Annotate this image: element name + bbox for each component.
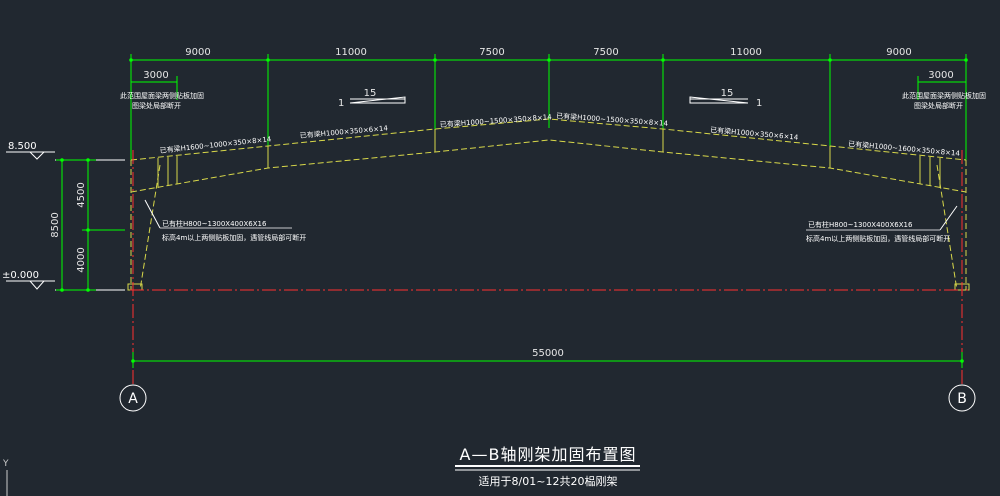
top-dimension-ticks: [129, 58, 968, 62]
dim-span-4: 7500: [593, 47, 618, 58]
dim-span-3: 7500: [479, 47, 504, 58]
title-underline: [455, 465, 640, 471]
column-note-left-line2: 标高4m以上两侧贴板加固，遇管线局部可断开: [162, 233, 306, 242]
end-note-right-line1: 此范围屋面梁两侧贴板加固: [902, 91, 986, 100]
dim-span-2: 11000: [335, 47, 367, 58]
svg-text:1: 1: [338, 98, 344, 109]
svg-text:15: 15: [721, 88, 734, 99]
ucs-label: Y: [2, 459, 9, 469]
dim-span-5: 11000: [730, 47, 762, 58]
axis-label-b: B: [957, 391, 967, 407]
drawing-title: A—B轴刚架加固布置图: [460, 445, 637, 464]
end-note-right-line2: 图梁处局部断开: [914, 101, 963, 110]
beam-label-4: 已有梁H1000~1500×350×8×14: [556, 111, 669, 128]
beam-label-3: 已有梁H1000~1500×350×8×14: [440, 112, 553, 129]
slope-symbol-right: 1 15: [689, 88, 762, 109]
end-dim-left-label: 3000: [143, 70, 168, 81]
column-right: [936, 160, 967, 291]
axis-lines: [130, 150, 968, 385]
dim-span-6: 9000: [886, 47, 911, 58]
beam-label-2: 已有梁H1000×350×6×14: [299, 123, 388, 140]
beam-label-1: 已有梁H1600~1000×350×8×14: [159, 134, 272, 155]
level-top-label: 8.500: [8, 141, 37, 152]
column-note-right-line1: 已有柱H800~1300X400X6X16: [808, 220, 913, 229]
column-note-right-line2: 标高4m以上两侧贴板加固，遇管线局部可断开: [806, 234, 950, 243]
rafter-splice-lines: [157, 129, 941, 188]
svg-text:1: 1: [756, 98, 762, 109]
height-total-label: 8500: [50, 212, 61, 237]
end-dimension-left: [131, 76, 178, 100]
column-note-right-leader: [939, 205, 958, 231]
column-note-left-leader: [144, 199, 161, 229]
end-dim-right-label: 3000: [928, 70, 953, 81]
height-upper-label: 4500: [76, 182, 87, 207]
drawing-subtitle: 适用于8/01~12共20榀刚架: [479, 474, 618, 488]
column-base-markers: [127, 283, 970, 291]
end-note-left-line2: 图梁处局部断开: [132, 101, 181, 110]
total-dimension-label: 55000: [532, 348, 564, 359]
beam-label-5: 已有梁H1000×350×6×14: [710, 125, 799, 142]
rafter-outline: [130, 118, 967, 193]
axis-bubble-a: [119, 384, 147, 412]
column-note-left-line1: 已有柱H800~1300X400X6X16: [162, 219, 267, 228]
column-left: [130, 160, 161, 291]
height-lower-label: 4000: [76, 247, 87, 272]
axis-bubble-b: [948, 384, 976, 412]
end-note-left-line1: 此范围屋面梁两侧贴板加固: [120, 91, 204, 100]
axis-label-a: A: [128, 391, 138, 407]
total-dimension-ticks: [131, 359, 964, 363]
dim-span-1: 9000: [185, 47, 210, 58]
end-dimension-right: [917, 76, 966, 100]
height-dimensions: [56, 159, 125, 291]
svg-text:15: 15: [364, 88, 377, 99]
height-dimension-ticks: [60, 158, 90, 292]
slope-symbol-left: 1 15: [338, 88, 406, 109]
beam-label-6: 已有梁H1000~1600×350×8×14: [848, 139, 961, 158]
level-bottom-label: ±0.000: [2, 270, 39, 281]
